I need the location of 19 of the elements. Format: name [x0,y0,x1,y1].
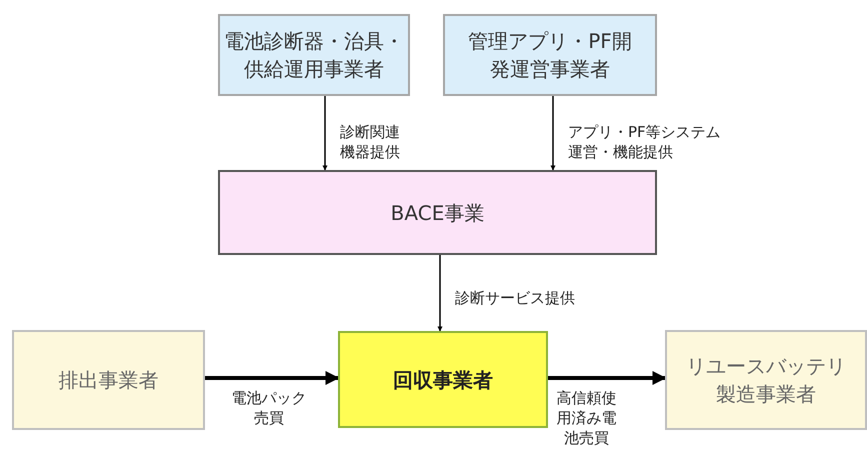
arrow [438,255,442,332]
node-label: 電池診断器・治具・供給運用事業者 [223,28,405,83]
node-label: 管理アプリ・PF開発運営事業者 [468,28,632,83]
edge-label: 高信頼使用済み電池売買 [555,388,618,448]
actor-box [12,330,205,430]
actor-box [443,14,657,96]
node-label: BACE事業 [390,200,486,226]
arrow [548,371,666,385]
business-box [218,170,657,255]
actor-box [218,14,410,96]
actor-box [665,330,867,430]
node-label: 回収事業者 [392,366,494,394]
node-label: リユースバッテリ製造事業者 [685,353,847,408]
edge-label: 診断サービス提供 [455,288,575,308]
arrow [550,96,556,170]
actor-box [338,331,548,428]
arrow [322,96,328,170]
node-label: 排出事業者 [58,367,160,394]
arrow [205,371,340,385]
